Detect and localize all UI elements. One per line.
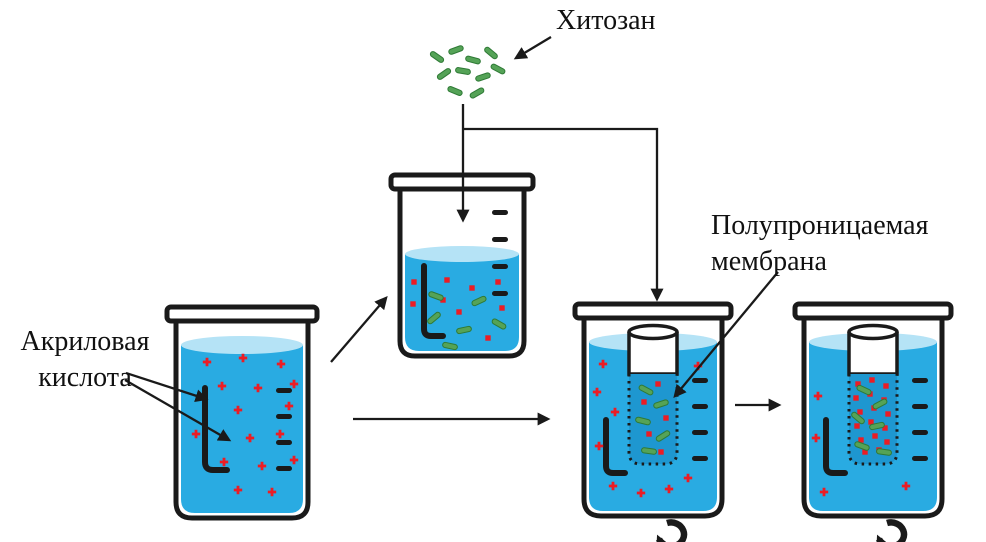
- liquid: [405, 254, 519, 351]
- glass-rod-icon: [823, 417, 848, 476]
- graduation-marks: [276, 388, 292, 471]
- liquid: [181, 345, 303, 513]
- arrow-transfer-elbow: [463, 127, 664, 302]
- arrow-acrylic-pointer-1: [125, 371, 209, 402]
- glass-rod-icon: [202, 385, 230, 473]
- membrane-tube: [627, 323, 679, 466]
- membrane-tube: [847, 323, 899, 466]
- glass-rod-icon: [603, 417, 628, 476]
- arrow-membrane-pointer: [673, 271, 779, 399]
- beaker-dialysis-1: [572, 301, 734, 519]
- arrows: [124, 36, 782, 442]
- liquid-surface: [405, 246, 519, 262]
- chitosan-label: Хитозан: [556, 5, 656, 36]
- arrow-chitosan-pointer: [513, 36, 552, 60]
- membrane-label-line2: мембрана: [711, 246, 827, 277]
- glass-rod-icon: [421, 263, 446, 339]
- arrow-step-1-to-2: [330, 296, 388, 363]
- stir-icon-2: [876, 519, 908, 542]
- stir-icon-1: [656, 519, 688, 542]
- acrylic-acid-label-line2: кислота: [38, 362, 132, 393]
- membrane-tube-body: [627, 374, 679, 466]
- beaker-rim: [792, 301, 954, 321]
- membrane-tube-mouth: [847, 323, 899, 341]
- beaker-rim: [572, 301, 734, 321]
- acrylic-acid-label: Акриловая кислота: [6, 324, 164, 396]
- graduation-marks: [912, 378, 928, 461]
- membrane-label: Полупроницаемая мембрана: [711, 208, 928, 280]
- beaker-acrylic-acid: [164, 304, 320, 521]
- beaker-rim: [164, 304, 320, 324]
- graduation-marks: [692, 378, 708, 461]
- membrane-label-line1: Полупроницаемая: [711, 210, 929, 241]
- chitosan-particles: [428, 44, 507, 100]
- liquid-surface: [181, 336, 303, 354]
- arrow-acrylic-pointer-2: [124, 379, 232, 442]
- graduation-marks: [492, 210, 508, 296]
- beaker-dialysis-2: [792, 301, 954, 519]
- acrylic-acid-label-line1: Акриловая: [20, 326, 150, 357]
- membrane-tube-mouth: [627, 323, 679, 341]
